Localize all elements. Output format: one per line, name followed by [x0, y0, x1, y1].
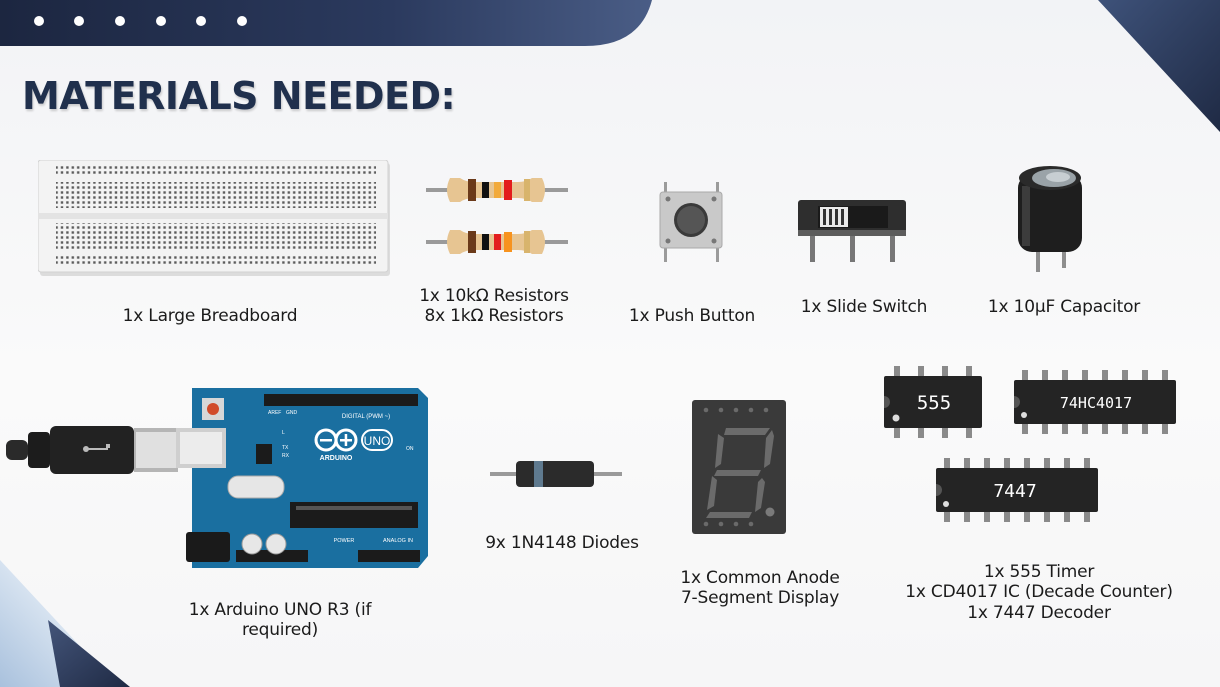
slide-title: MATERIALS NEEDED:	[22, 74, 456, 118]
chip-555-label: 555	[917, 392, 951, 414]
chip-74hc4017: 74HC4017	[1014, 370, 1176, 434]
ic-chips-image: 555 74HC4017 7447	[884, 366, 1176, 522]
slide-switch-image	[798, 200, 906, 262]
top-right-corner-shape	[1098, 0, 1220, 132]
aref-label: AREF	[268, 410, 281, 416]
gnd-label: GND	[286, 410, 298, 416]
power-header-label: POWER	[334, 538, 355, 544]
ic-label-3: 1x 7447 Decoder	[967, 603, 1111, 623]
ic-label-1: 1x 555 Timer	[983, 562, 1095, 582]
resistor-1k	[426, 230, 568, 254]
arduino-brand-text: ARDUINO	[320, 455, 353, 462]
chip-7447: 7447	[936, 458, 1098, 522]
seven-segment-display-image	[692, 400, 786, 534]
capacitor-label: 1x 10µF Capacitor	[987, 297, 1141, 317]
top-banner-shape	[0, 0, 652, 46]
push-button-label: 1x Push Button	[628, 306, 756, 326]
resistors-image	[426, 178, 568, 254]
header-dot	[156, 16, 166, 26]
header-dot	[34, 16, 44, 26]
header-dot	[74, 16, 84, 26]
chip-555: 555	[884, 366, 982, 438]
header-dot	[196, 16, 206, 26]
display-label-1: 1x Common Anode	[680, 568, 840, 588]
chip-74hc4017-label: 74HC4017	[1060, 394, 1132, 412]
push-button-image	[659, 182, 723, 262]
capacitor-image	[1018, 166, 1082, 272]
led-rx-label: RX	[282, 453, 290, 459]
led-tx-label: TX	[282, 445, 289, 451]
arduino-uno-image: UNO ARDUINO DIGITAL (PWM ~) AREF GND L T…	[6, 388, 428, 568]
uno-logo-text: UNO	[364, 434, 391, 448]
ic-label-2: 1x CD4017 IC (Decade Counter)	[905, 582, 1173, 602]
resistors-label-2: 8x 1kΩ Resistors	[424, 306, 564, 326]
bottom-left-dark-shape	[48, 620, 130, 687]
led-l-label: L	[282, 430, 285, 436]
resistors-label-1: 1x 10kΩ Resistors	[419, 286, 569, 306]
display-label-2: 7-Segment Display	[680, 588, 840, 608]
slide-switch-label: 1x Slide Switch	[800, 297, 928, 317]
arduino-label-2: required)	[241, 620, 319, 640]
led-on-label: ON	[406, 446, 414, 452]
resistor-10k	[426, 178, 568, 202]
breadboard-label: 1x Large Breadboard	[122, 306, 298, 326]
chip-7447-label: 7447	[993, 481, 1036, 502]
header-dot	[237, 16, 247, 26]
arduino-label-1: 1x Arduino UNO R3 (if	[188, 600, 372, 620]
usb-cable	[6, 426, 178, 474]
analog-header-label: ANALOG IN	[383, 538, 413, 544]
diode-image	[490, 461, 622, 487]
diodes-label: 9x 1N4148 Diodes	[485, 533, 639, 553]
digital-header-label: DIGITAL (PWM ~)	[342, 414, 390, 420]
header-dot	[115, 16, 125, 26]
breadboard-image	[38, 160, 390, 276]
